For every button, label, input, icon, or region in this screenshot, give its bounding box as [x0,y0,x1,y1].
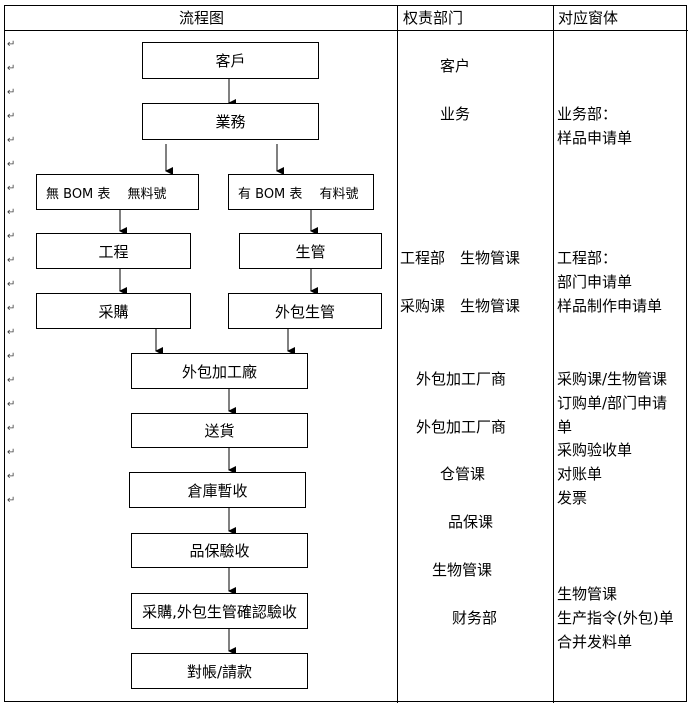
form-sample-request: 样品申请单 [557,129,633,147]
paragraph-mark: ↵ [7,231,16,242]
dept-sales: 业务 [440,105,471,123]
column-divider-2 [553,6,554,703]
dept-bio: 生物管课 [432,561,493,579]
flow-box-sales: 業務 [142,103,319,140]
form-order-line1: 订购单/部门申请 [557,394,668,412]
paragraph-mark: ↵ [7,375,16,386]
paragraph-mark: ↵ [7,87,16,98]
paragraph-mark: ↵ [7,495,16,506]
dept-warehouse: 仓管课 [440,465,486,483]
form-statement: 对账单 [557,465,603,483]
paragraph-mark: ↵ [7,135,16,146]
column-divider-1 [397,6,398,703]
paragraph-mark: ↵ [7,183,16,194]
header-responsibility: 权责部门 [403,9,464,27]
flow-arrows [119,79,318,655]
form-order-line2: 单 [557,418,573,436]
flow-box-no-bom: 無 BOM 表 無料號 [36,174,199,210]
process-table: 流程图 权责部门 对应窗体 客戶 業務 無 BOM 表 無料號 [4,5,688,703]
dept-qa: 品保课 [448,513,494,531]
dept-eng-bio: 工程部 生物管课 [400,249,521,267]
flow-box-customer: 客戶 [142,42,319,79]
form-bio: 生物管课 [557,585,618,603]
dept-purch-bio: 采购课 生物管课 [400,297,521,315]
paragraph-mark: ↵ [7,159,16,170]
flow-box-qa: 品保驗收 [131,533,308,568]
flow-box-engineering: 工程 [36,233,191,269]
header-form: 对应窗体 [558,9,619,27]
paragraph-mark: ↵ [7,423,16,434]
header-flowchart: 流程图 [179,9,225,27]
paragraph-mark: ↵ [7,111,16,122]
paragraph-mark: ↵ [7,327,16,338]
paragraph-mark: ↵ [7,399,16,410]
header-divider [5,30,688,31]
paragraph-mark: ↵ [7,351,16,362]
flow-box-purchasing: 采購 [36,293,191,329]
flow-box-production-control: 生管 [239,233,382,269]
form-sales-dept: 业务部： [557,105,618,123]
form-merge-issue: 合并发料单 [557,633,633,651]
paragraph-mark: ↵ [7,255,16,266]
paragraph-mark: ↵ [7,471,16,482]
form-dept-request: 部门申请单 [557,273,633,291]
flow-box-outsourcing-control: 外包生管 [228,293,382,329]
form-invoice: 发票 [557,489,588,507]
flow-box-confirm: 采購,外包生管確認驗收 [131,593,308,629]
form-prod-order: 生产指令(外包)单 [557,609,674,627]
flow-box-warehouse: 倉庫暫收 [129,472,306,508]
paragraph-mark: ↵ [7,63,16,74]
paragraph-mark: ↵ [7,303,16,314]
form-eng-dept: 工程部： [557,249,618,267]
flow-box-delivery: 送貨 [131,413,308,448]
flow-box-vendor: 外包加工廠 [131,353,308,389]
paragraph-mark: ↵ [7,447,16,458]
form-purch-accept: 采购验收单 [557,441,633,459]
dept-vendor-1: 外包加工厂商 [416,370,507,388]
paragraph-mark: ↵ [7,279,16,290]
form-sample-make: 样品制作申请单 [557,297,663,315]
flow-box-reconcile: 對帳/請款 [131,653,308,689]
flow-box-has-bom: 有 BOM 表 有料號 [228,174,374,210]
paragraph-mark: ↵ [7,207,16,218]
dept-customer: 客户 [440,57,471,75]
dept-vendor-2: 外包加工厂商 [416,418,507,436]
form-purch-bio: 采购课/生物管课 [557,370,668,388]
paragraph-mark: ↵ [7,39,16,50]
dept-finance: 财务部 [452,609,498,627]
